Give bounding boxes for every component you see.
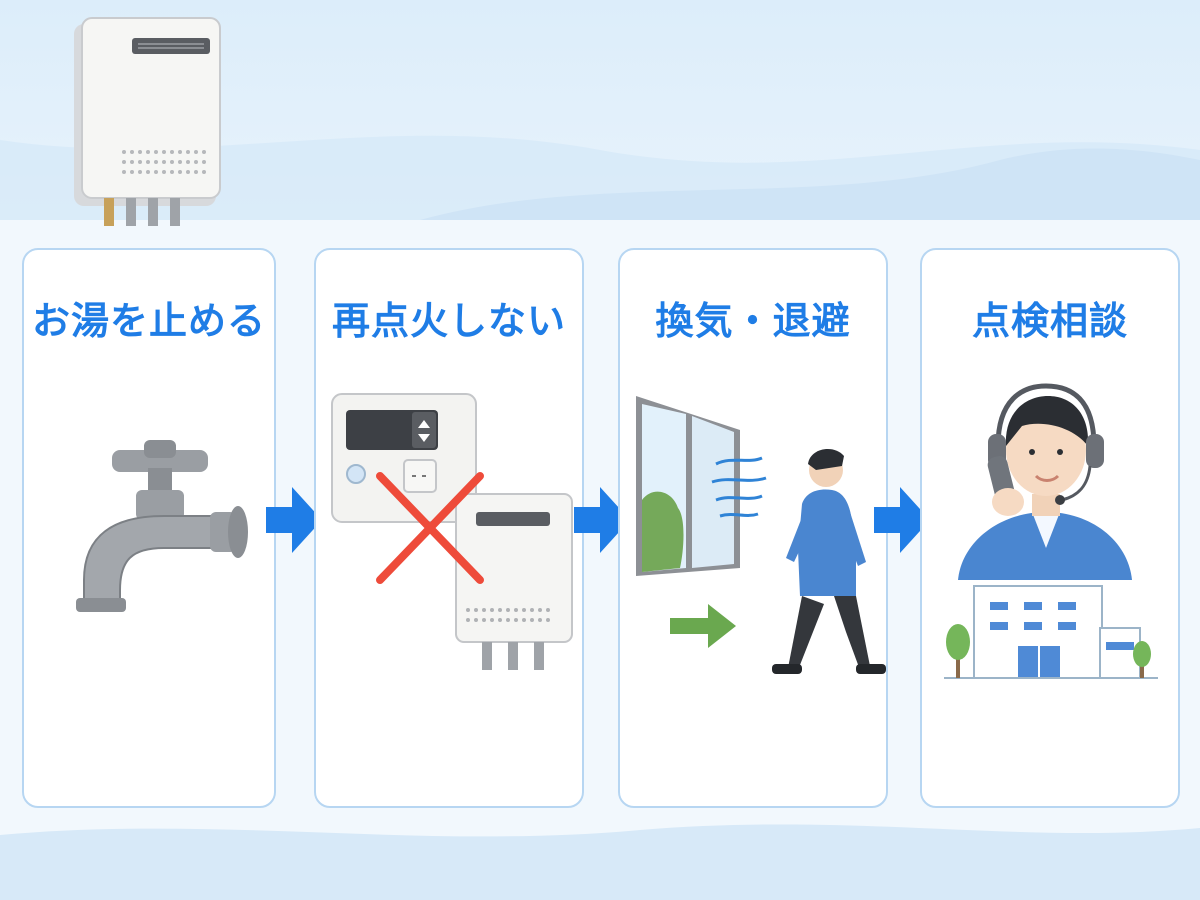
step-title: 再点火しない: [331, 299, 566, 343]
flow-arrow-icon: [874, 487, 930, 553]
flow-arrow-icon: [574, 487, 630, 553]
step-panel-inspection-consult: 点検相談: [920, 248, 1180, 808]
step-panel-stop-hot-water: お湯を止める: [22, 248, 276, 808]
ventilate-evacuate-icon: [636, 396, 886, 674]
water-heater-icon: [74, 17, 221, 226]
step-title: 換気・退避: [655, 299, 851, 343]
no-reignite-icon: [331, 393, 573, 670]
step-panel-ventilate-evacuate: 換気・退避: [618, 248, 888, 808]
support-call-icon: [944, 383, 1158, 679]
step-title: お湯を止める: [31, 299, 266, 343]
flow-arrow-icon: [266, 487, 322, 553]
step-panel-do-not-reignite: 再点火しない: [314, 248, 584, 808]
step-title: 点検相談: [971, 299, 1128, 343]
faucet-icon: [76, 440, 248, 612]
